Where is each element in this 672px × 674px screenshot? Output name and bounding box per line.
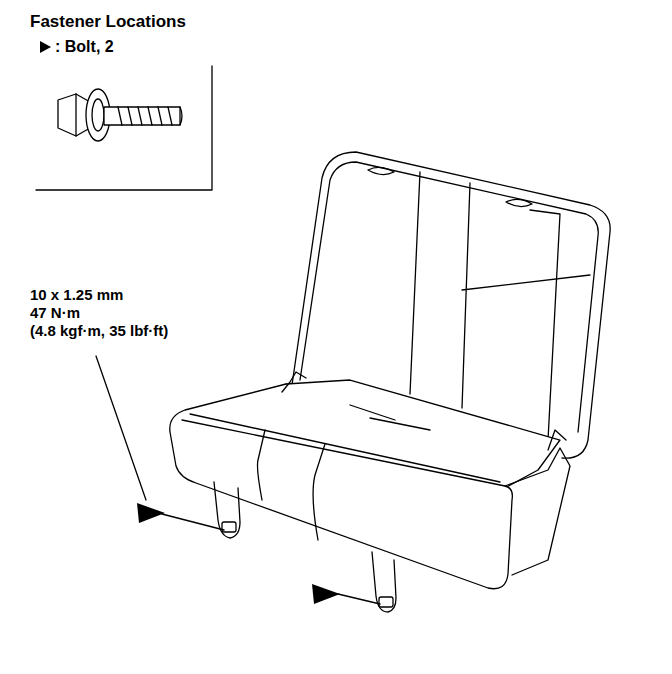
- symbol-legend: : Bolt, 2: [55, 37, 114, 56]
- torque-value: 47 N·m: [30, 304, 80, 322]
- page-heading: Fastener Locations: [30, 12, 186, 32]
- thread-size: 10 x 1.25 mm: [30, 286, 123, 304]
- torque-value: (4.8 kgf·m, 35 lbf·ft): [30, 322, 168, 340]
